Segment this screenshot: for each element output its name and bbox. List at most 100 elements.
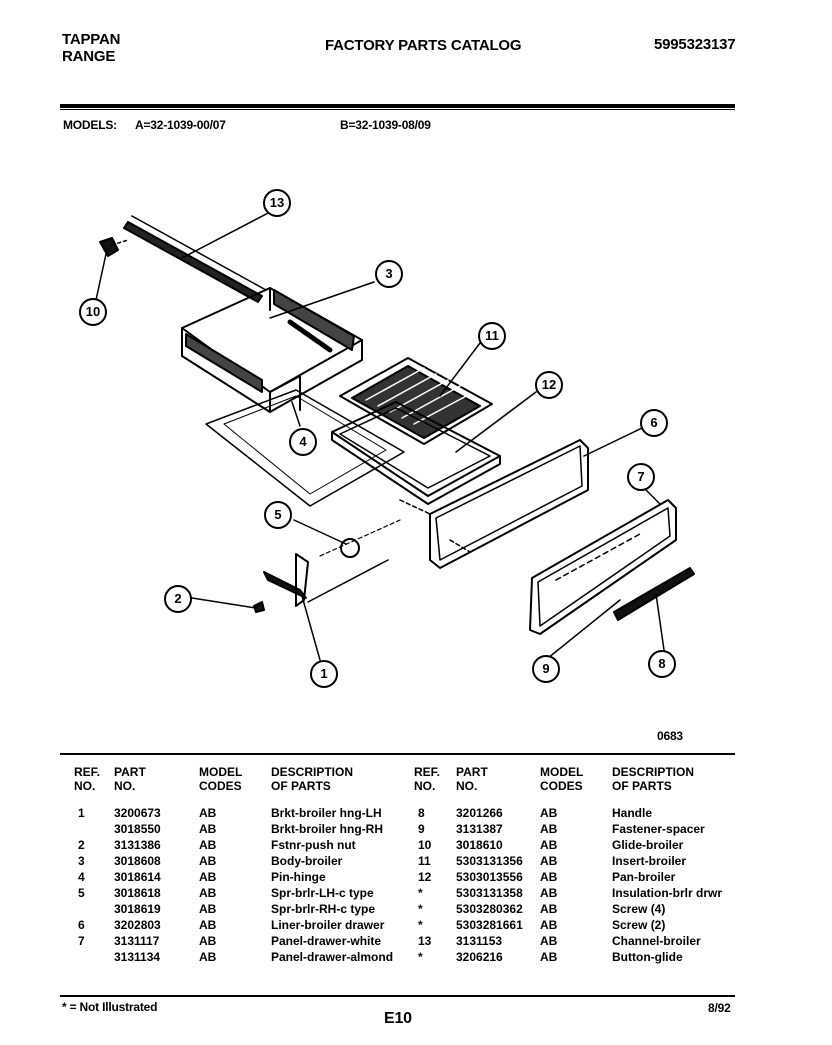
ref-no-cell: 1 [78,806,85,820]
part-no-cell: 5303131358 [456,886,523,900]
model-codes-cell: AB [199,854,217,868]
callout-12: 12 [535,371,563,399]
model-codes-cell: AB [199,934,217,948]
part-no-cell: 3018610 [456,838,503,852]
description-cell: Liner-broiler drawer [271,918,385,932]
push-nut-part [253,601,265,613]
model-codes-cell: AB [199,902,217,916]
model-codes-cell: AB [540,870,558,884]
model-codes-cell: AB [199,886,217,900]
part-no-cell: 3018550 [114,822,161,836]
callout-10: 10 [79,298,107,326]
model-codes-cell: AB [540,918,558,932]
description-cell: Channel-broiler [612,934,701,948]
insert-broiler-part [339,357,493,445]
ref-no-cell: 9 [418,822,425,836]
part-no-cell: 3131134 [114,950,161,964]
callout-1: 1 [310,660,338,688]
model-codes-cell: AB [199,918,217,932]
model-codes-cell: AB [540,886,558,900]
ref-no-cell: 13 [418,934,432,948]
ref-no-cell: 5 [78,886,85,900]
channel-broiler-part [123,215,267,303]
part-no-cell: 5303280362 [456,902,523,916]
callout-6: 6 [640,409,668,437]
table-row: 6 3202803 AB Liner-broiler drawer [74,917,411,933]
ref-no-cell: * [418,902,423,916]
callout-8: 8 [648,650,676,678]
ref-no-header: REF.NO. [414,765,441,793]
ref-no-cell: 4 [78,870,85,884]
description-cell: Spr-brlr-LH-c type [271,886,374,900]
part-no-cell: 5303281661 [456,918,523,932]
pan-broiler-part [331,401,501,505]
description-cell: Button-glide [612,950,683,964]
ref-no-cell [74,949,114,965]
callout-11: 11 [478,322,506,350]
brand-line1: TAPPAN [62,31,121,48]
part-no-cell: 3131117 [114,934,160,948]
part-no-cell: 3018619 [114,902,161,916]
part-no-cell: 3018608 [114,854,161,868]
ref-no-cell: 12 [418,870,432,884]
model-codes-cell: AB [199,950,217,964]
callout-4: 4 [289,428,317,456]
hinge-bracket-part [263,519,401,607]
model-codes-cell: AB [199,870,217,884]
brand-line2: RANGE [62,48,116,65]
callout-5: 5 [264,501,292,529]
ref-no-cell: 2 [78,838,85,852]
footer-note: * = Not Illustrated [62,1000,158,1014]
ref-no-cell: 3 [78,854,85,868]
part-no-cell: 3018614 [114,870,161,884]
description-cell: Spr-brlr-RH-c type [271,902,376,916]
description-cell: Insert-broiler [612,854,687,868]
ref-no-cell [74,901,114,917]
table-row: 3 3018608 AB Body-broiler [74,853,411,869]
part-no-cell: 3131386 [114,838,161,852]
table-bottom-rule [60,995,735,997]
ref-no-cell: 10 [418,838,432,852]
description-cell: Panel-drawer-white [271,934,382,948]
part-no-cell: 3018618 [114,886,161,900]
table-row: 3018550 AB Brkt-broiler hng-RH [74,821,411,837]
model-codes-cell: AB [199,838,217,852]
header-rule-thin [60,109,735,110]
spring-part [340,538,360,558]
table-top-rule [60,753,735,755]
body-broiler-part [181,287,363,413]
header-rule [60,104,735,108]
model-codes-cell: AB [540,838,558,852]
callout-2: 2 [164,585,192,613]
glide-part [99,237,129,257]
ref-no-cell: 6 [78,918,85,932]
part-no-cell: 3200673 [114,806,161,820]
liner-drawer-part [399,439,589,569]
ref-no-header: REF.NO. [74,765,101,793]
part-no-cell: 3202803 [114,918,161,932]
description-cell: Body-broiler [271,854,343,868]
part-no-cell: 3131387 [456,822,503,836]
description-cell: Glide-broiler [612,838,684,852]
model-codes-cell: AB [199,822,217,836]
description-cell: Brkt-broiler hng-RH [271,822,383,836]
model-codes-cell: AB [540,934,558,948]
ref-no-cell: * [418,886,423,900]
panel-drawer-part [529,499,677,635]
